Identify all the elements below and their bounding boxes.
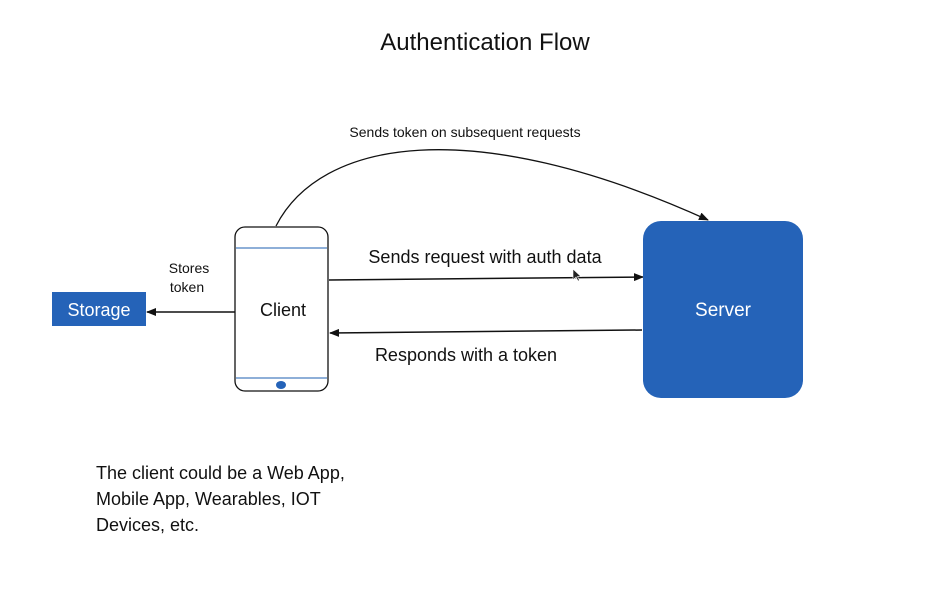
client-label: Client [260,300,306,320]
storage-label: Storage [67,300,130,320]
client-node [234,226,329,392]
storage-node [52,292,146,326]
response-arrow [329,328,643,337]
subsequent-requests-label: Sends token on subsequent requests [349,124,580,140]
diagram-title: Authentication Flow [380,29,590,56]
subsequent-requests-arrow [275,149,709,227]
server-label: Server [695,300,752,321]
mouse-cursor-icon [572,268,582,282]
stores-token-label-line1: Stores [169,260,209,276]
response-label: Responds with a token [375,345,557,365]
request-label: Sends request with auth data [368,247,602,267]
client-types-note: The client could be a Web App, Mobile Ap… [96,463,345,535]
request-arrow [328,273,644,282]
phone-home-button [276,381,286,389]
stores-token-label-line2: token [170,279,204,295]
server-node [643,221,803,398]
